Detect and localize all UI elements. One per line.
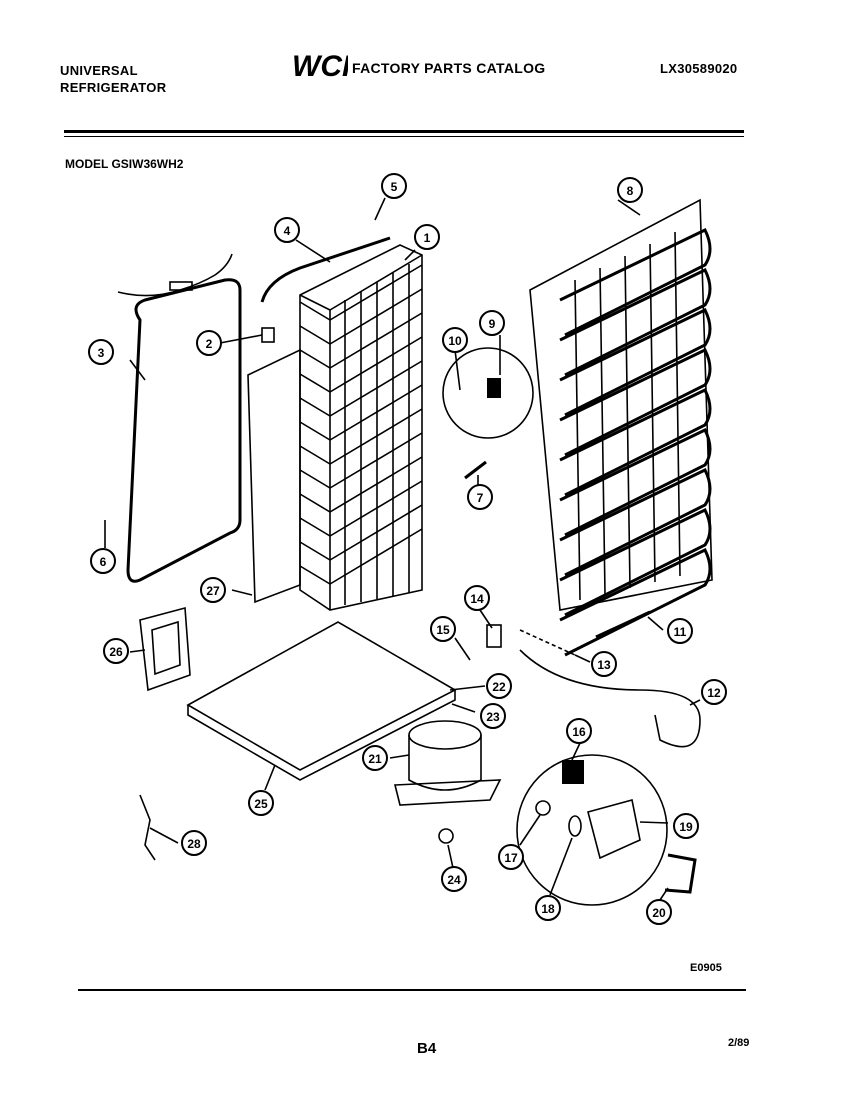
part-wire-clip [139,794,156,861]
callout-label: 5 [391,180,398,194]
callout-17: 17 [498,844,524,870]
revision-date: 2/89 [728,1037,750,1049]
callout-group: 1234567891011121314151617181920212223242… [88,173,727,925]
callout-label: 18 [541,902,555,916]
callout-19: 19 [673,813,699,839]
callout-21: 21 [362,745,388,771]
callout-3: 3 [88,339,114,365]
part-filter-pad [247,348,301,604]
callout-1: 1 [414,224,440,250]
callout-15: 15 [430,616,456,642]
model-label: MODEL GSIW36WH2 [65,157,184,171]
part-thermistor [595,610,651,639]
part-bracket [487,378,501,398]
callout-label: 24 [447,873,461,887]
part-compressor [393,720,502,806]
callout-label: 15 [436,623,450,637]
callout-6: 6 [90,548,116,574]
callout-13: 13 [591,651,617,677]
part-evaporator [299,244,423,611]
callout-label: 21 [368,752,382,766]
part-wire-harness [519,649,701,748]
callout-label: 22 [492,680,506,694]
brand-line-1: UNIVERSAL [60,63,138,78]
callout-label: 10 [448,334,462,348]
callout-label: 2 [206,337,213,351]
part-cover [664,853,697,894]
brand-line-2: REFRIGERATOR [60,80,167,95]
part-screw [519,629,576,656]
callout-label: 23 [486,710,500,724]
callout-18: 18 [535,895,561,921]
callout-7: 7 [467,484,493,510]
callout-25: 25 [248,790,274,816]
detail-circle-electrical [516,754,668,906]
callout-label: 4 [284,224,291,238]
part-relay [562,760,584,784]
callout-label: 3 [98,346,105,360]
callout-27: 27 [200,577,226,603]
callout-9: 9 [479,310,505,336]
callout-24: 24 [441,866,467,892]
callout-11: 11 [667,618,693,644]
part-overload [587,799,641,860]
logo-text: WCI [292,50,348,80]
callout-28: 28 [181,830,207,856]
part-grommet [438,828,454,844]
callout-16: 16 [566,718,592,744]
callout-label: 13 [597,658,611,672]
wci-logo: WCI [292,50,348,80]
callout-label: 25 [254,797,268,811]
callout-10: 10 [442,327,468,353]
part-tube [260,236,391,303]
part-clamp [486,624,502,648]
callout-label: 6 [100,555,107,569]
detail-circle-bracket [442,347,534,439]
part-cap [535,800,551,816]
catalog-number: LX30589020 [660,61,738,76]
callout-5: 5 [381,173,407,199]
part-mount-bracket [139,606,191,692]
callout-label: 17 [504,851,518,865]
part-clip [261,327,275,343]
part-bolt [464,460,487,480]
callout-8: 8 [617,177,643,203]
callout-label: 20 [652,906,666,920]
callout-20: 20 [646,899,672,925]
header-rule [64,130,744,133]
callout-label: 14 [470,592,484,606]
leader-lines [104,197,701,901]
callout-26: 26 [103,638,129,664]
callout-label: 16 [572,725,586,739]
callout-label: 27 [206,584,220,598]
diagram-code: E0905 [690,962,722,974]
callout-22: 22 [486,673,512,699]
callout-label: 1 [424,231,431,245]
callout-label: 9 [489,317,496,331]
callout-label: 26 [109,645,123,659]
callout-label: 8 [627,184,634,198]
callout-12: 12 [701,679,727,705]
footer-rule [78,989,746,991]
callout-4: 4 [274,217,300,243]
callout-label: 19 [679,820,693,834]
part-clip-spring [568,815,582,837]
part-gasket-loop [117,253,242,583]
part-base-tray [186,621,457,781]
page-number: B4 [417,1040,437,1057]
callout-label: 11 [674,625,687,639]
part-condenser-coil [529,198,713,657]
catalog-title: FACTORY PARTS CATALOG [352,60,546,76]
header-rule-thin [64,136,744,137]
callout-2: 2 [196,330,222,356]
callout-label: 28 [187,837,201,851]
callout-label: 12 [707,686,721,700]
callout-23: 23 [480,703,506,729]
callout-14: 14 [464,585,490,611]
brand-name: UNIVERSAL REFRIGERATOR [60,62,166,96]
callout-label: 7 [477,491,484,505]
